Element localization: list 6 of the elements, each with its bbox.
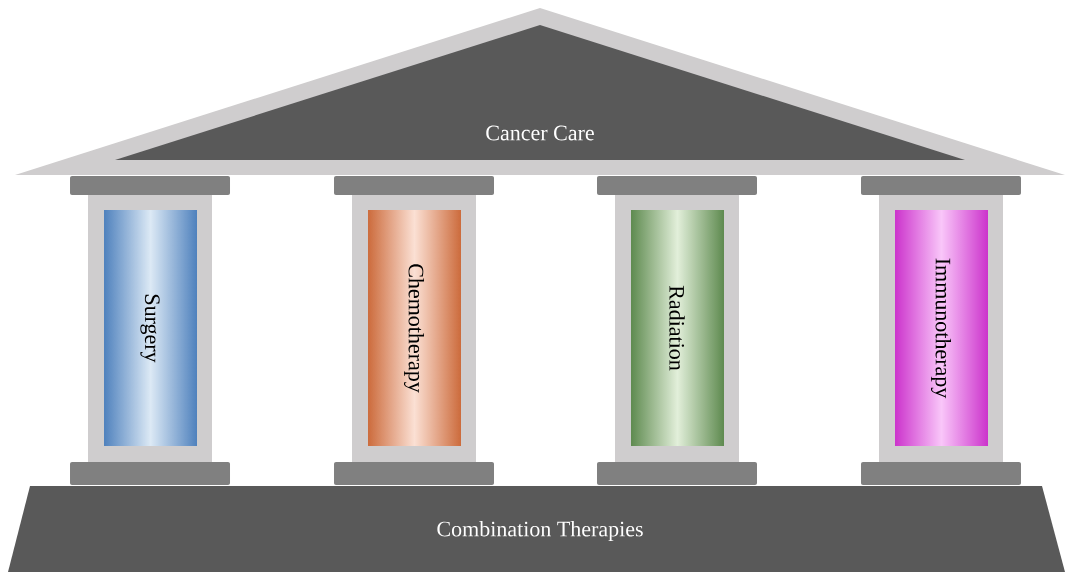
pillar-column: Chemotherapy <box>404 264 424 393</box>
pillar-column: Surgery <box>140 294 160 363</box>
base-platform: Combination Therapies <box>8 486 1065 572</box>
pillar-column: Radiation <box>669 285 685 371</box>
roof-triangle: Cancer Care <box>115 25 965 160</box>
pillar-column: Immunotherapy <box>931 258 951 399</box>
